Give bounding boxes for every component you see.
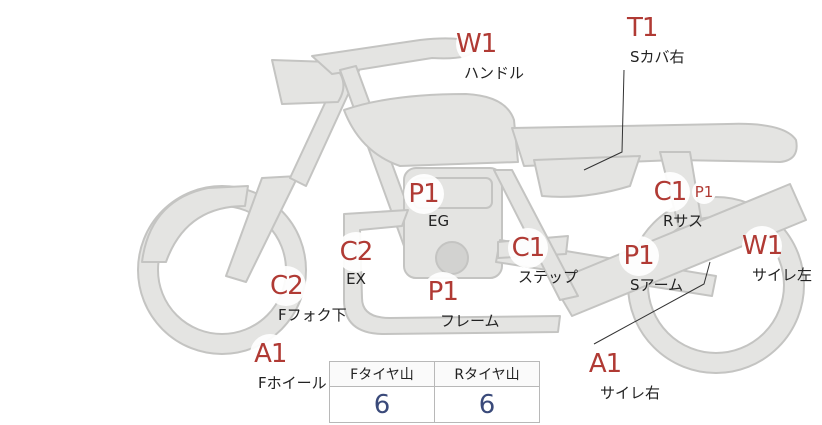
front-wheel-marker: A1 Fホイール bbox=[214, 334, 327, 393]
swingarm-code: P1 bbox=[618, 236, 659, 276]
front-wheel-label: Fホイール bbox=[258, 374, 327, 392]
silencer-left-marker: W1 サイレ左 bbox=[712, 226, 812, 285]
handle-marker: W1 ハンドル bbox=[428, 24, 524, 83]
tire-tread-table: Fタイヤ山 Rタイヤ山 6 6 bbox=[329, 361, 540, 423]
engine-code: P1 bbox=[403, 174, 444, 214]
rear-tire-value: 6 bbox=[434, 386, 540, 423]
side-cover-right-code: T1 bbox=[622, 8, 663, 48]
silencer-right-label: サイレ右 bbox=[600, 384, 661, 402]
side-cover-right-marker: T1 Sカバ右 bbox=[600, 8, 685, 67]
swingarm-label: Sアーム bbox=[630, 276, 684, 294]
fork-lower-label: Fフォク下 bbox=[278, 306, 347, 324]
fork-lower-code: C2 bbox=[266, 266, 307, 306]
front-wheel-code: A1 bbox=[250, 334, 291, 374]
step-marker: C1 ステップ bbox=[478, 228, 578, 287]
rear-suspension-marker: C1 P1 Rサス bbox=[650, 172, 716, 231]
rear-suspension-code: C1 bbox=[650, 172, 690, 212]
fork-lower-marker: C2 Fフォク下 bbox=[226, 266, 347, 325]
step-label: ステップ bbox=[518, 268, 579, 286]
exhaust-label: EX bbox=[346, 270, 366, 288]
engine-marker: P1 EG bbox=[398, 174, 449, 230]
frame-code: P1 bbox=[422, 272, 463, 312]
rear-suspension-label: Rサス bbox=[662, 212, 704, 230]
silencer-left-label: サイレ左 bbox=[752, 266, 813, 284]
silencer-right-marker: A1 サイレ右 bbox=[550, 344, 660, 403]
swingarm-marker: P1 Sアーム bbox=[594, 236, 683, 295]
silencer-left-code: W1 bbox=[742, 226, 783, 266]
exhaust-marker: C2 EX bbox=[336, 232, 376, 288]
engine-label: EG bbox=[428, 212, 450, 230]
exhaust-code: C2 bbox=[336, 232, 376, 272]
handle-code: W1 bbox=[456, 24, 497, 64]
front-tire-header: Fタイヤ山 bbox=[329, 361, 435, 387]
rear-tire-header: Rタイヤ山 bbox=[434, 361, 540, 387]
frame-label: フレーム bbox=[440, 312, 500, 330]
frame-marker: P1 フレーム bbox=[386, 272, 500, 331]
front-tire-value: 6 bbox=[329, 386, 435, 423]
handle-label: ハンドル bbox=[464, 64, 525, 82]
step-code: C1 bbox=[508, 228, 548, 268]
silencer-right-code: A1 bbox=[585, 344, 625, 384]
side-cover-right-label: Sカバ右 bbox=[630, 48, 685, 66]
rear-suspension-code-2: P1 bbox=[692, 180, 716, 204]
